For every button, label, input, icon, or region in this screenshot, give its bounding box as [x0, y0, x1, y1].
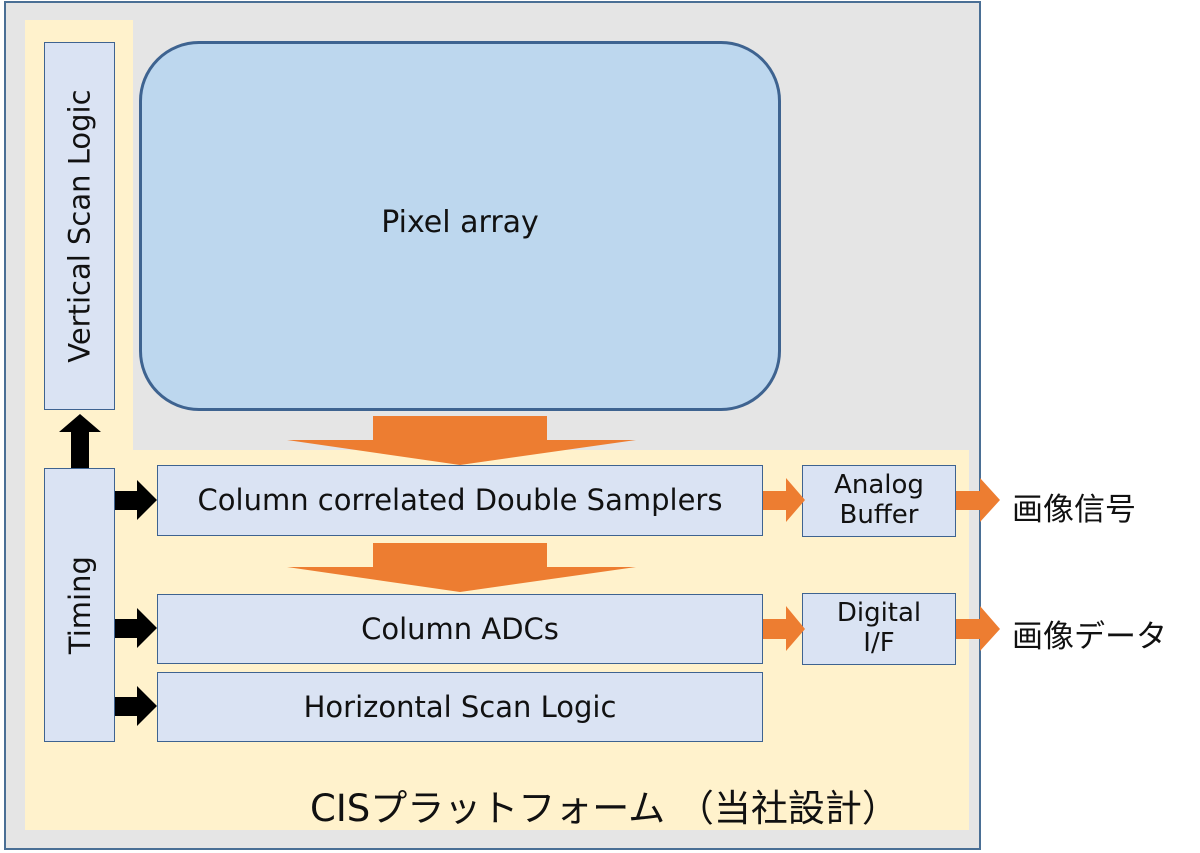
cds-to-buffer-arrow: [763, 478, 805, 522]
column-adcs-block: Column ADCs: [157, 594, 763, 664]
image-data-output-arrow: [956, 606, 1000, 651]
image-data-output-label: 画像データ: [1012, 619, 1167, 655]
pixel-to-cds-arrow: [287, 416, 636, 465]
pixel-array-block: Pixel array: [139, 41, 781, 411]
horizontal-scan-logic-block: Horizontal Scan Logic: [157, 672, 763, 742]
timing-block: Timing: [44, 468, 115, 742]
digital-if-block: Digital I/F: [802, 593, 956, 665]
analog-buffer-label-line2: Buffer: [839, 500, 919, 530]
timing-to-cds-arrow: [115, 480, 157, 520]
cds-label: Column correlated Double Samplers: [197, 483, 723, 518]
timing-to-adc-arrow: [115, 608, 157, 648]
analog-buffer-block: Analog Buffer: [802, 465, 956, 537]
analog-buffer-label-line1: Analog: [834, 470, 924, 501]
cds-to-adc-arrow: [287, 543, 636, 592]
column-adcs-label: Column ADCs: [361, 611, 559, 646]
platform-label: CISプラットフォーム （当社設計）: [310, 787, 899, 830]
pixel-array-label: Pixel array: [381, 204, 539, 240]
cds-block: Column correlated Double Samplers: [157, 465, 763, 536]
horizontal-scan-logic-label: Horizontal Scan Logic: [303, 689, 617, 724]
image-signal-output-label: 画像信号: [1012, 492, 1136, 528]
timing-to-vertical-arrow: [59, 414, 101, 468]
digital-if-label-line1: Digital: [836, 598, 922, 629]
vertical-scan-logic-block: Vertical Scan Logic: [44, 42, 115, 410]
timing-to-horizontal-arrow: [115, 686, 157, 726]
image-signal-output-arrow: [956, 478, 1000, 522]
adc-to-digital-if-arrow: [763, 606, 805, 651]
digital-if-label-line2: I/F: [863, 628, 895, 658]
